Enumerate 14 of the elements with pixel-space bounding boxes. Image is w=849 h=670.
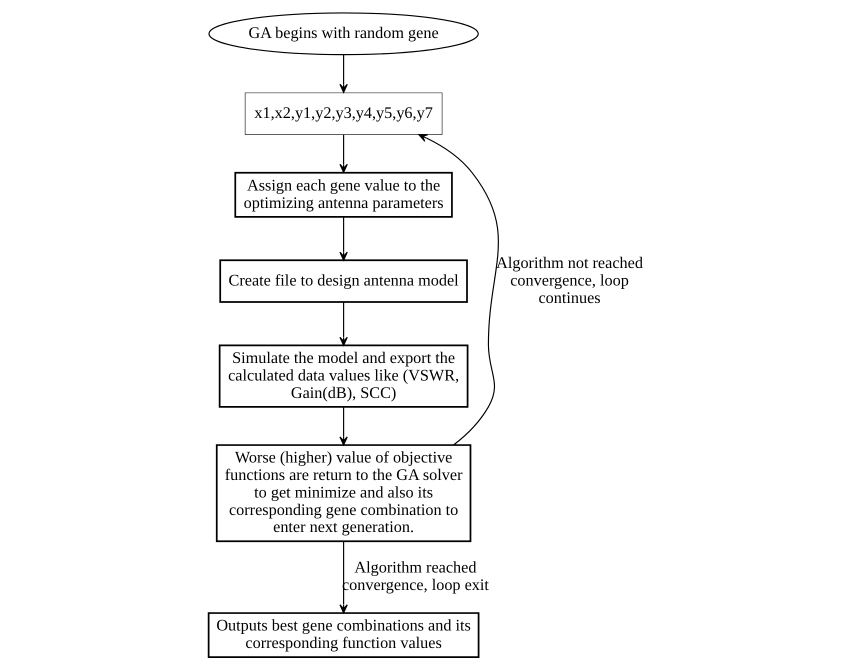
node-box: Outputs best gene combinations and its corresponding function values <box>207 612 479 658</box>
arrow <box>338 134 348 173</box>
arrow <box>338 302 348 346</box>
arrow <box>338 54 348 93</box>
arrow <box>338 217 348 261</box>
node-box: Create file to design antenna model <box>218 259 468 303</box>
node-box: x1,x2,y1,y2,y3,y4,y5,y6,y7 <box>244 92 442 135</box>
node-box: Assign each gene value to the optimizing antenna parameters <box>234 172 452 218</box>
node-box: Simulate the model and export the calculated data values like (VSWR, Gain(dB), SCC) <box>218 344 468 408</box>
node-box: Worse (higher) value of objective functions are return to the GA solver to get minimize and also its corresponding gene combination to enter next generation. <box>215 444 471 542</box>
arrow <box>338 542 348 614</box>
arrow <box>338 407 348 446</box>
node-ellipse: GA begins with random gene <box>208 12 478 56</box>
arrow <box>418 134 498 446</box>
